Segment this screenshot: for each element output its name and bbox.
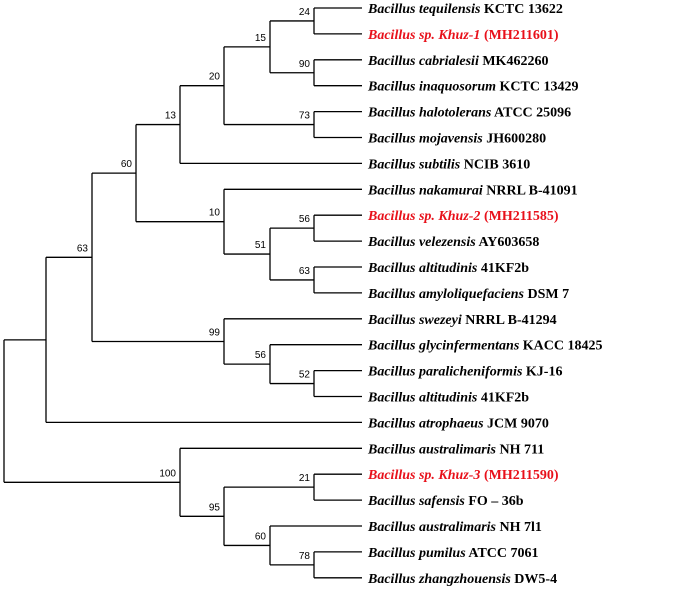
strain-id: 41KF2b: [477, 261, 529, 276]
species-name: Bacillus tequilensis: [367, 2, 481, 17]
species-name: Bacillus altitudinis: [367, 391, 478, 406]
bootstrap-value: 24: [299, 7, 311, 18]
bootstrap-value: 56: [299, 214, 311, 225]
taxon-label: Bacillus sp. Khuz-2 (MH211585): [367, 209, 559, 224]
species-name: Bacillus zhangzhouensis: [367, 572, 511, 587]
bootstrap-value: 56: [255, 350, 267, 361]
taxon-label: Bacillus australimaris NH 711: [367, 442, 544, 457]
strain-id: AY603658: [476, 235, 540, 250]
strain-id: ATCC 7061: [466, 546, 539, 561]
strain-id: 41KF2b: [477, 391, 529, 406]
species-name: Bacillus sp. Khuz-2: [367, 209, 480, 224]
strain-id: KCTC 13622: [480, 2, 562, 17]
taxon-label: Bacillus zhangzhouensis DW5-4: [367, 572, 557, 587]
taxon-label: Bacillus nakamurai NRRL B-41091: [367, 183, 578, 198]
taxon-label: Bacillus paralicheniformis KJ-16: [367, 365, 562, 380]
bootstrap-value: 51: [255, 240, 267, 251]
species-name: Bacillus australimaris: [367, 442, 497, 457]
strain-id: NH 711: [496, 442, 544, 457]
taxon-label: Bacillus altitudinis 41KF2b: [367, 391, 529, 406]
strain-id: KCTC 13429: [496, 80, 578, 95]
taxon-label: Bacillus halotolerans ATCC 25096: [367, 106, 571, 121]
species-name: Bacillus cabrialesii: [367, 54, 479, 69]
bootstrap-value: 15: [255, 33, 267, 44]
strain-id: NH 7l1: [496, 520, 542, 535]
bootstrap-value: 10: [209, 208, 221, 219]
taxon-label: Bacillus sp. Khuz-1 (MH211601): [367, 28, 559, 43]
bootstrap-value: 73: [299, 111, 311, 122]
taxon-label: Bacillus inaquosorum KCTC 13429: [367, 80, 578, 95]
taxon-label: Bacillus cabrialesii MK462260: [367, 54, 548, 69]
strain-id: DW5-4: [511, 572, 557, 587]
species-name: Bacillus subtilis: [367, 157, 461, 172]
bootstrap-value: 60: [121, 159, 133, 170]
taxon-label: Bacillus sp. Khuz-3 (MH211590): [367, 468, 559, 483]
strain-id: DSM 7: [524, 287, 569, 302]
strain-id: NRRL B-41091: [483, 183, 578, 198]
species-name: Bacillus mojavensis: [367, 132, 483, 147]
strain-id: KACC 18425: [519, 339, 602, 354]
taxon-label: Bacillus pumilus ATCC 7061: [367, 546, 539, 561]
species-name: Bacillus amyloliquefaciens: [367, 287, 524, 302]
species-name: Bacillus velezensis: [367, 235, 476, 250]
species-name: Bacillus inaquosorum: [367, 80, 496, 95]
strain-id: (MH211585): [480, 209, 558, 224]
bootstrap-value: 100: [159, 468, 176, 479]
taxon-label: Bacillus tequilensis KCTC 13622: [367, 2, 563, 17]
taxon-label: Bacillus altitudinis 41KF2b: [367, 261, 529, 276]
taxon-label: Bacillus atrophaeus JCM 9070: [367, 416, 549, 431]
taxon-label: Bacillus amyloliquefaciens DSM 7: [367, 287, 569, 302]
species-name: Bacillus sp. Khuz-1: [367, 28, 480, 43]
species-name: Bacillus pumilus: [367, 546, 466, 561]
species-name: Bacillus paralicheniformis: [367, 365, 523, 380]
species-name: Bacillus glycinfermentans: [367, 339, 520, 354]
taxon-label: Bacillus swezeyi NRRL B-41294: [367, 313, 557, 328]
tree-branches: [3, 7, 362, 579]
species-name: Bacillus halotolerans: [367, 106, 492, 121]
species-name: Bacillus safensis: [367, 494, 465, 509]
taxon-labels: Bacillus tequilensis KCTC 13622Bacillus …: [367, 2, 603, 587]
bootstrap-value: 90: [299, 59, 311, 70]
taxon-label: Bacillus mojavensis JH600280: [367, 132, 546, 147]
strain-id: ATCC 25096: [491, 106, 571, 121]
species-name: Bacillus swezeyi: [367, 313, 462, 328]
strain-id: JH600280: [483, 132, 546, 147]
species-name: Bacillus sp. Khuz-3: [367, 468, 480, 483]
strain-id: MK462260: [479, 54, 549, 69]
strain-id: FO – 36b: [465, 494, 524, 509]
species-name: Bacillus australimaris: [367, 520, 497, 535]
strain-id: JCM 9070: [484, 416, 549, 431]
bootstrap-value: 99: [209, 327, 221, 338]
bootstrap-value: 13: [165, 111, 177, 122]
taxon-label: Bacillus subtilis NCIB 3610: [367, 157, 530, 172]
strain-id: NRRL B-41294: [462, 313, 557, 328]
species-name: Bacillus nakamurai: [367, 183, 483, 198]
strain-id: KJ-16: [522, 365, 562, 380]
bootstrap-value: 63: [77, 243, 89, 254]
bootstrap-value: 95: [209, 502, 221, 513]
bootstrap-value: 20: [209, 72, 221, 83]
bootstrap-value: 52: [299, 370, 311, 381]
bootstrap-value: 78: [299, 551, 311, 562]
taxon-label: Bacillus velezensis AY603658: [367, 235, 539, 250]
strain-id: (MH211590): [480, 468, 558, 483]
taxon-label: Bacillus safensis FO – 36b: [367, 494, 524, 509]
strain-id: NCIB 3610: [460, 157, 530, 172]
bootstrap-value: 60: [255, 531, 267, 542]
taxon-label: Bacillus australimaris NH 7l1: [367, 520, 542, 535]
species-name: Bacillus atrophaeus: [367, 416, 484, 431]
species-name: Bacillus altitudinis: [367, 261, 478, 276]
bootstrap-value: 21: [299, 473, 311, 484]
bootstrap-values: 24 90 15 73 20 13 56 63 51 10 60 52 56 99 63 21 78 60 95 10…: [77, 7, 311, 562]
strain-id: (MH211601): [480, 28, 558, 43]
bootstrap-value: 63: [299, 266, 311, 277]
taxon-label: Bacillus glycinfermentans KACC 18425: [367, 339, 603, 354]
